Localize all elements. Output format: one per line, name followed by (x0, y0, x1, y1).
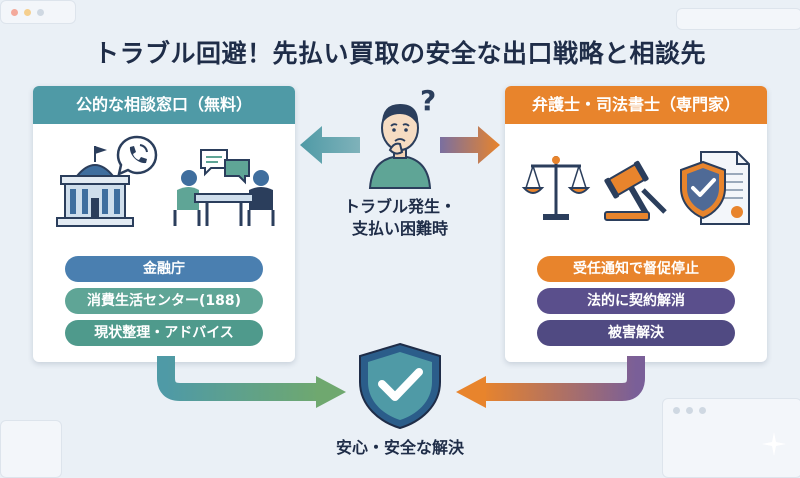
cancel-contract-item: 法的に契約解消 (537, 288, 735, 314)
fsa-item: 金融庁 (65, 256, 263, 282)
advice-item: 現状整理・アドバイス (65, 320, 263, 346)
page-title: トラブル回避！先払い買取の安全な出口戦略と相談先 (93, 39, 706, 68)
background-window-top-right (676, 8, 800, 30)
sparkle-icon (762, 432, 786, 456)
window-dots (673, 407, 706, 414)
background-window-bottom-left (0, 420, 62, 478)
safe-resolution-label: 安心・安全な解決 (335, 438, 464, 457)
background-window-bottom-right (662, 398, 800, 478)
arrow-to-legal-expert (440, 126, 500, 164)
chat-bubble-icon (200, 149, 250, 185)
stop-collection-item: 受任通知で督促停止 (537, 256, 735, 282)
legal-expert-panel: 弁護士・司法書士（専門家） 受任通知で督促停止 法的 (505, 86, 767, 362)
worried-person-icon (368, 104, 432, 189)
gavel-icon (604, 160, 667, 221)
security-shield-check-icon (359, 342, 441, 430)
public-consultation-panel: 公的な相談窓口（無料） 金融庁 消費生活センター(188 (33, 86, 295, 362)
scales-of-justice-icon (521, 156, 591, 220)
flow-arrow-right-to-resolution (456, 356, 645, 408)
flow-arrow-left-to-resolution (157, 356, 346, 408)
public-consultation-header: 公的な相談窓口（無料） (33, 86, 295, 124)
trouble-label-line1: トラブル発生・ (343, 197, 456, 216)
background-window-top-left (0, 0, 76, 24)
question-mark: ? (420, 84, 437, 117)
legal-expert-header: 弁護士・司法書士（専門家） (505, 86, 767, 124)
phone-call-icon (116, 135, 158, 177)
arrow-to-public-consultation (300, 126, 360, 164)
consultation-meeting-icon (173, 170, 275, 226)
legal-document-shield-icon (680, 151, 750, 225)
window-dots (11, 9, 44, 16)
government-building-icon (56, 146, 134, 227)
trouble-label-line2: 支払い困難時 (351, 219, 448, 238)
damage-resolution-item: 被害解決 (537, 320, 735, 346)
consumer-center-item: 消費生活センター(188) (65, 288, 263, 314)
